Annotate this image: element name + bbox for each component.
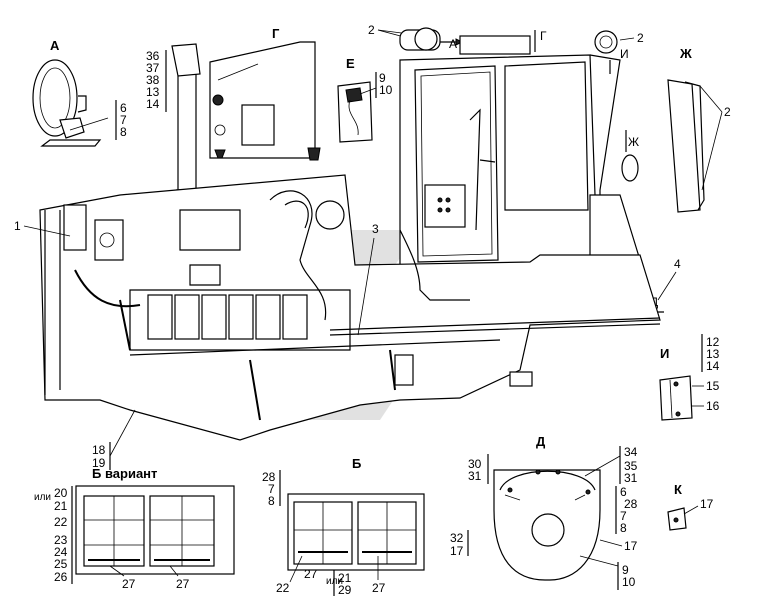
label-22: 22 (54, 515, 68, 529)
view-zh-title: Ж (679, 46, 692, 61)
arrow-zh-label: Ж (628, 135, 639, 149)
label-30: 30 (468, 457, 482, 471)
label-1: 1 (14, 219, 21, 233)
label-16: 16 (706, 399, 720, 413)
label-2-right: 2 (637, 31, 644, 45)
view-k: К 17 (667, 482, 714, 531)
label-9: 9 (379, 71, 386, 85)
view-b-variant-title: Б вариант (92, 466, 157, 481)
label-25: 25 (54, 557, 68, 571)
view-a-headlight: А 6 7 8 (32, 38, 127, 147)
view-a-title: А (50, 38, 60, 53)
label-27-b-a: 27 (304, 567, 318, 581)
label-28-b: 28 (262, 470, 276, 484)
label-15: 15 (706, 379, 720, 393)
view-e-lamp: Е 9 10 (337, 56, 393, 143)
view-i-lamp: И 12 13 14 15 16 (659, 334, 720, 421)
label-8: 8 (120, 125, 127, 139)
label-18: 18 (92, 443, 106, 457)
view-b-variant: Б вариант или 20 21 22 23 24 25 26 27 27 (34, 466, 235, 591)
label-35: 35 (624, 459, 638, 473)
label-13-i: 13 (706, 347, 720, 361)
label-12: 12 (706, 335, 720, 349)
view-i-title: И (660, 346, 669, 361)
main-callouts: 1 3 4 18 19 (14, 219, 681, 470)
engine-block (147, 294, 308, 340)
tractor-body (39, 174, 661, 441)
label-21-b: 21 (338, 571, 352, 585)
label-36: 36 (146, 49, 160, 63)
view-e-title: Е (346, 56, 355, 71)
label-10: 10 (379, 83, 393, 97)
arrow-a-label: А (449, 37, 457, 51)
label-4: 4 (674, 257, 681, 271)
label-29-b: 29 (338, 583, 352, 597)
label-31: 31 (468, 469, 482, 483)
view-b: Б 28 7 8 22 27 или 21 29 27 (262, 456, 425, 597)
label-10-d: 10 (622, 575, 636, 589)
label-9-d: 9 (622, 563, 629, 577)
label-6-d: 6 (620, 485, 627, 499)
arrow-g-label: Г (540, 29, 547, 43)
label-13: 13 (146, 85, 160, 99)
label-22-b: 22 (276, 581, 290, 595)
label-26: 26 (54, 570, 68, 584)
view-k-title: К (674, 482, 682, 497)
label-19: 19 (92, 456, 106, 470)
label-34: 34 (624, 445, 638, 459)
label-37: 37 (146, 61, 160, 75)
label-3: 3 (372, 222, 379, 236)
label-14: 14 (146, 97, 160, 111)
label-31-r: 31 (624, 471, 638, 485)
label-2-top: 2 (368, 23, 375, 37)
label-28-d: 28 (624, 497, 638, 511)
label-7: 7 (120, 113, 127, 127)
cab-top: 2 А Г 2 И (368, 23, 644, 74)
view-d-flywheel: Д 30 31 34 35 31 6 28 7 8 17 32 17 9 10 (450, 434, 638, 590)
label-2-zh: 2 (724, 105, 731, 119)
label-32: 32 (450, 531, 464, 545)
label-or-bv: или (34, 492, 51, 503)
view-zh-panel: Ж 2 (667, 46, 731, 213)
arrow-i-label: И (620, 47, 629, 61)
label-7-b: 7 (268, 482, 275, 496)
label-38: 38 (146, 73, 160, 87)
view-d-title: Д (536, 434, 546, 449)
label-8-b: 8 (268, 494, 275, 508)
view-g-panel: Г 36 37 38 13 14 (146, 26, 321, 191)
label-23: 23 (54, 533, 68, 547)
label-21: 21 (54, 499, 68, 513)
label-20: 20 (54, 486, 68, 500)
label-17-d-l: 17 (450, 544, 464, 558)
label-27-b-b: 27 (372, 581, 386, 595)
view-b-title: Б (352, 456, 361, 471)
label-24: 24 (54, 545, 68, 559)
label-14-i: 14 (706, 359, 720, 373)
label-6: 6 (120, 101, 127, 115)
label-17-k: 17 (700, 497, 714, 511)
label-7-d: 7 (620, 509, 627, 523)
label-27-bv-b: 27 (176, 577, 190, 591)
view-g-title: Г (272, 26, 280, 41)
label-27-bv-a: 27 (122, 577, 136, 591)
label-17-d-r: 17 (624, 539, 638, 553)
label-8-d: 8 (620, 521, 627, 535)
